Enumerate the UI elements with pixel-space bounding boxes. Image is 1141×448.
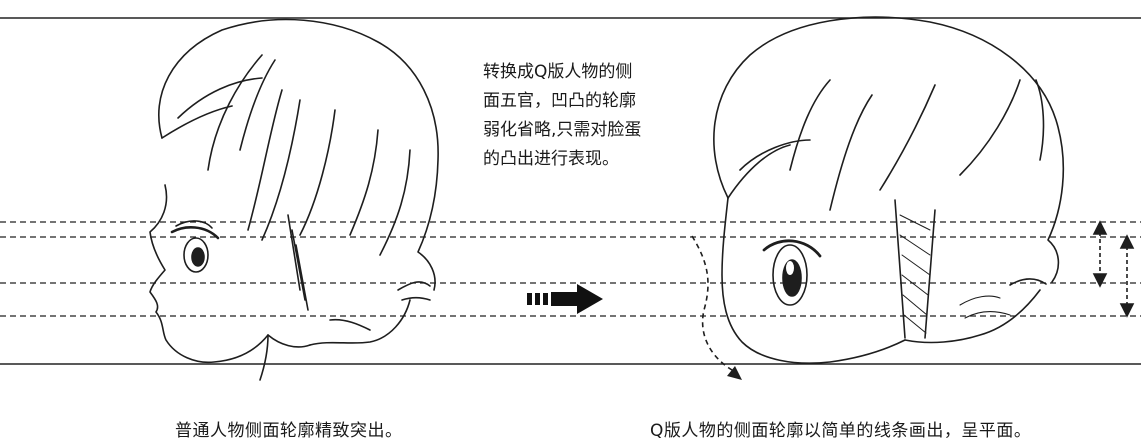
measure-arrows: [1092, 220, 1135, 318]
note-line: 的凸出进行表现。: [483, 149, 619, 169]
note-line: 转换成Q版人物的侧: [483, 62, 633, 82]
normal-profile-caption: 普通人物侧面轮廓精致突出。: [175, 421, 403, 441]
face-curve-arrow: [691, 235, 742, 380]
solid-guide-lines: [0, 17, 1141, 365]
normal-character-profile-sketch: [149, 18, 439, 381]
transform-arrow: [527, 284, 603, 314]
chibi-profile-caption: Q版人物的侧面轮廓以简单的线条画出，呈平面。: [650, 421, 1032, 441]
note-line: 面五官，凹凸的轮廓: [483, 91, 636, 111]
transform-note: 转换成Q版人物的侧 面五官，凹凸的轮廓 弱化省略,只需对脸蛋 的凸出进行表现。: [483, 58, 683, 174]
note-line: 弱化省略,只需对脸蛋: [483, 120, 642, 140]
dashed-guide-lines: [0, 221, 1141, 317]
chibi-character-profile-sketch: [713, 16, 1065, 364]
